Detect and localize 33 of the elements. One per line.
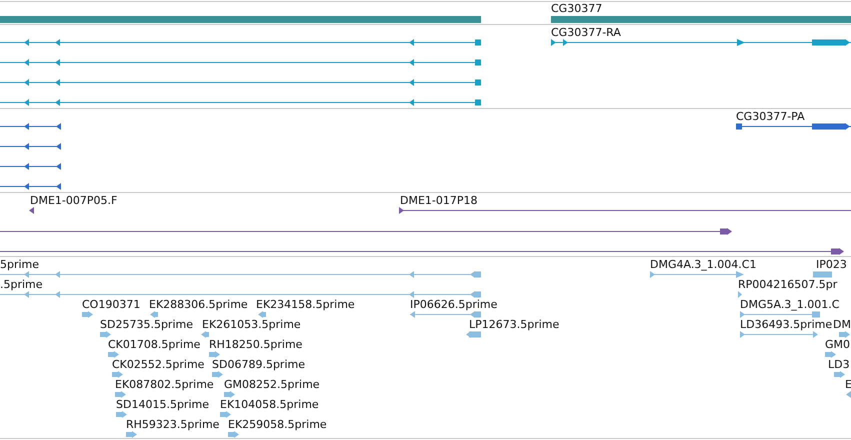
- feature-label: CG30377: [551, 2, 602, 15]
- feature-label: DM: [833, 318, 851, 331]
- feature-label: RP004216507.5pr: [738, 278, 838, 291]
- feature-label: SD25735.5prime: [100, 318, 193, 331]
- feature-label: IP06626.5prime: [410, 298, 498, 311]
- feature-label: 5prime: [0, 258, 40, 271]
- feature-label: EK234158.5prime: [256, 298, 355, 311]
- feature-label: DME1-017P18: [400, 194, 478, 207]
- feature-label: E: [845, 378, 851, 391]
- feature-label: LP12673.5prime: [469, 318, 560, 331]
- feature-label: RH18250.5prime: [209, 338, 302, 351]
- feature-label: DME1-007P05.F: [30, 194, 118, 207]
- feature-label: .5prime: [0, 278, 43, 291]
- feature-label: CK01708.5prime: [108, 338, 200, 351]
- feature-label: DMG4A.3_1.004.C1: [650, 258, 756, 271]
- feature-label: GM0: [825, 338, 850, 351]
- feature-label: EK087802.5prime: [115, 378, 214, 391]
- feature-label: CG30377-PA: [736, 110, 805, 123]
- feature-label: CO190371: [82, 298, 140, 311]
- feature-label: EK104058.5prime: [220, 398, 319, 411]
- feature-label: RH59323.5prime: [126, 418, 220, 431]
- feature-label: SD14015.5prime: [116, 398, 209, 411]
- feature-label: EK288306.5prime: [149, 298, 248, 311]
- feature-label: CG30377-RA: [551, 26, 621, 39]
- feature-label: IP023: [816, 258, 847, 271]
- feature-label: EK261053.5prime: [202, 318, 301, 331]
- feature-label: EK259058.5prime: [228, 418, 327, 431]
- feature-label: GM08252.5prime: [224, 378, 320, 391]
- feature-label: LD36493.5prime: [740, 318, 832, 331]
- feature-label: SD06789.5prime: [212, 358, 305, 371]
- feature-label: LD3: [828, 358, 850, 371]
- feature-label: DMG5A.3_1.001.C: [740, 298, 840, 311]
- feature-label: CK02552.5prime: [112, 358, 204, 371]
